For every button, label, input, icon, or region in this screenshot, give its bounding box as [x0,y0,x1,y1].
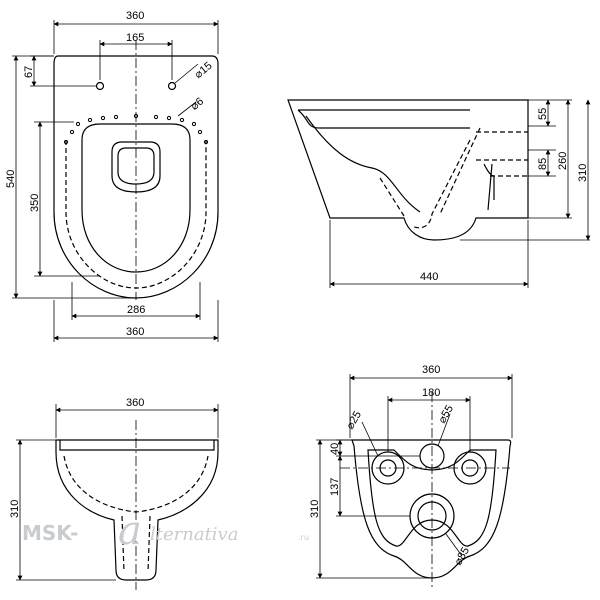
side-view-labels: 55 85 260 310 440 [420,108,589,283]
dim-40: 40 [329,443,341,455]
mount-hole-right [167,81,177,91]
front-pedestal-dashed [121,515,151,573]
rear-outline [351,439,512,579]
dim-bottom-width: 360 [126,326,144,338]
dim-length-540: 540 [5,170,17,188]
dim-260: 260 [557,152,569,170]
dim-front-height: 310 [9,500,21,518]
dim-55: 55 [537,108,549,120]
dim-rear-height: 310 [309,500,321,518]
rim-holes [63,113,209,145]
top-view-dimensions [12,20,219,342]
dim-width-286: 286 [127,304,145,316]
dim-310-side: 310 [577,164,589,182]
watermark-left: MSK- [22,521,78,545]
mount-hole-left [95,81,105,91]
side-view [287,99,529,241]
rear-view [340,392,512,590]
side-view-dimensions [329,99,591,288]
top-view [53,40,219,300]
front-outline [55,439,219,581]
rear-view-dimensions [316,374,513,579]
bowl-opening [81,123,191,273]
side-outlet-spigot [483,163,495,211]
dim-front-width: 360 [126,397,144,409]
side-outlet-dashed [476,131,528,177]
dim-rear-spacing-180: 180 [422,387,440,399]
dim-length-350: 350 [29,194,41,212]
side-bowl-inner [305,115,421,213]
dim-offset-67: 67 [23,66,35,78]
top-view-labels: 360 165 ⌀15 ⌀6 67 540 350 286 360 [5,10,215,338]
dim-small-hole-dia: ⌀6 [189,95,206,112]
dim-hole-dia: ⌀15 [193,60,215,81]
dim-length-440: 440 [420,271,438,283]
watermark-suffix: .ru [298,533,309,542]
front-view [55,420,219,590]
front-seat [59,440,215,451]
watermark: MSK- a lternativa .ru [22,508,309,554]
side-trap-dashed [379,127,481,229]
side-view-outline [287,99,529,241]
dim-dia-25: ⌀25 [344,409,364,431]
drain-inner [117,147,155,185]
dim-holes-spacing: 165 [126,32,144,44]
watermark-letter: a [118,508,142,554]
watermark-right: lternativa [150,524,238,545]
drain-outer [111,141,161,193]
dim-85: 85 [537,158,549,170]
dim-dia-55: ⌀55 [436,403,456,425]
side-rim [297,109,470,129]
dim-137: 137 [329,478,341,496]
front-view-dimensions [16,404,219,581]
front-view-labels: 360 310 [9,397,144,518]
rear-view-labels: 360 180 ⌀25 ⌀55 40 137 310 ⌀85 [309,364,472,568]
dim-rear-width: 360 [422,364,440,376]
dim-top-width: 360 [126,10,144,22]
